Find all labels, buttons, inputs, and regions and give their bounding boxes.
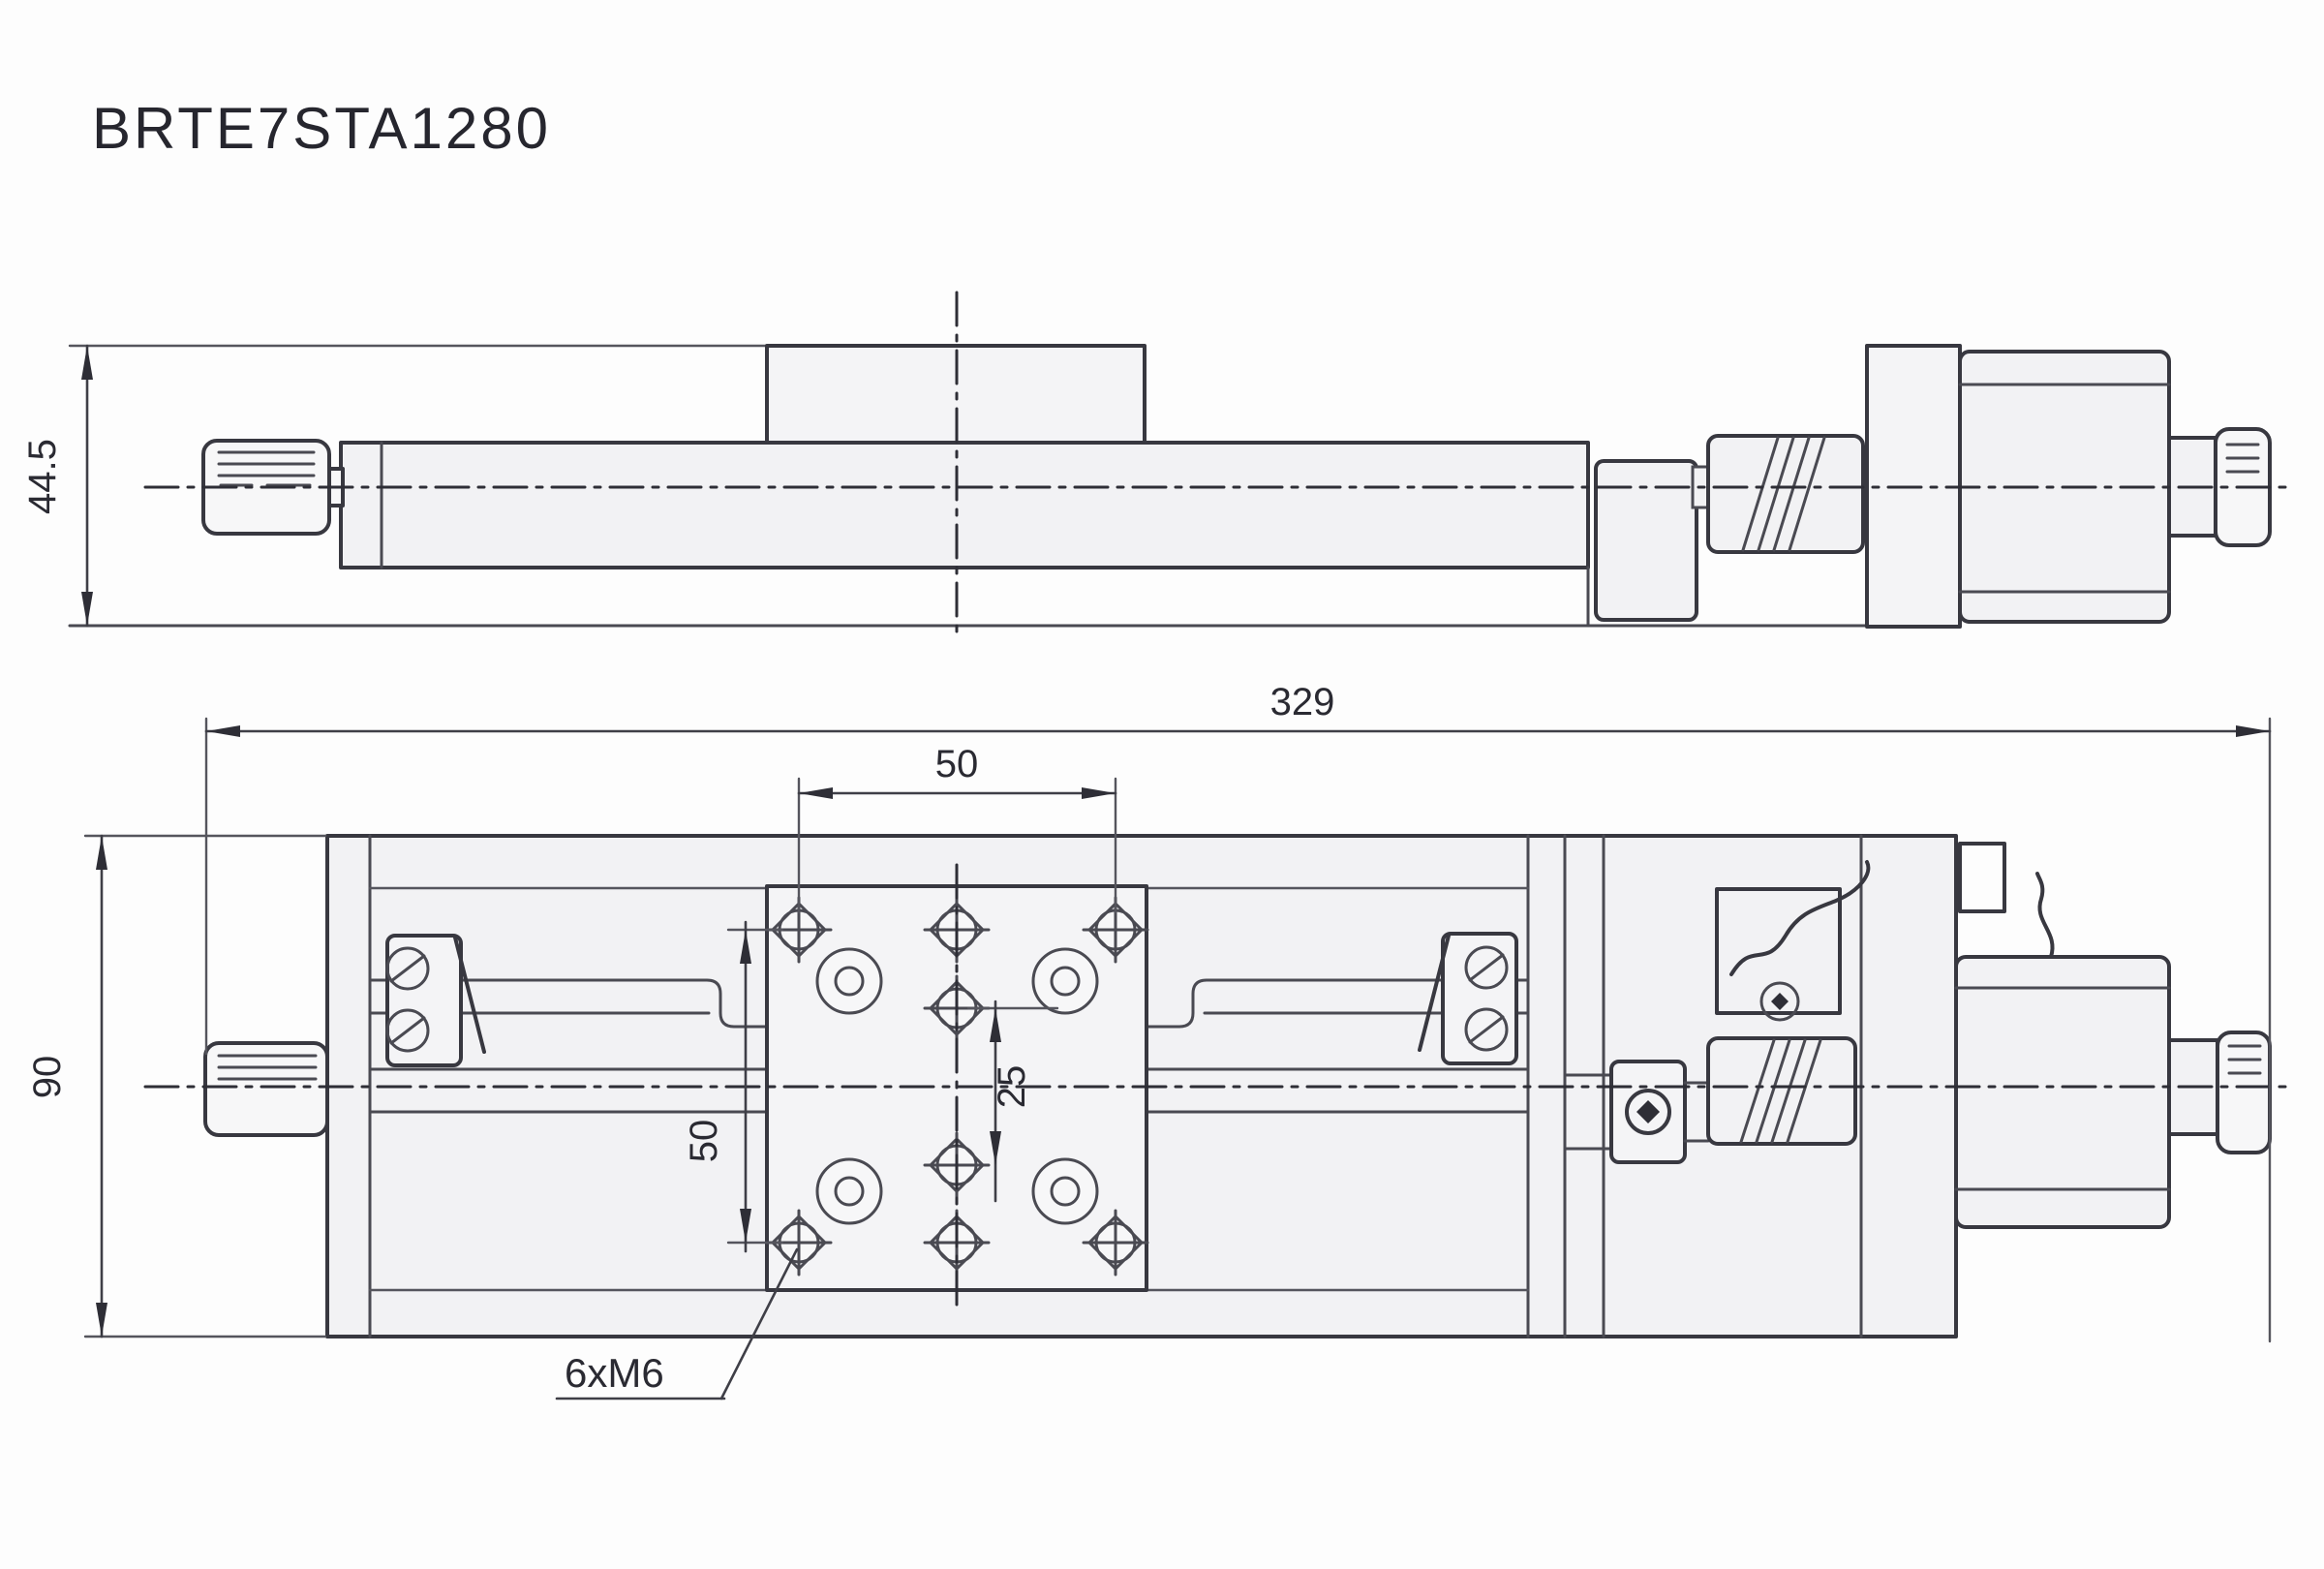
label-overall-height: 44.5 bbox=[21, 439, 64, 514]
dimension-hole-pitch-y: 50 bbox=[683, 920, 784, 1253]
motor-pigtail-cable bbox=[2035, 872, 2055, 959]
callout-mount-holes: 6xM6 bbox=[555, 1247, 799, 1400]
label-hole-pitch-y: 50 bbox=[683, 1120, 725, 1163]
side-coupling bbox=[1706, 434, 1865, 554]
label-hole-pitch-center: 25 bbox=[991, 1065, 1033, 1109]
label-stage-width: 90 bbox=[26, 1056, 69, 1099]
plan-guide-rail bbox=[368, 978, 1530, 1029]
right-switch-lever bbox=[1418, 934, 1451, 1052]
side-base-body bbox=[339, 441, 1590, 569]
left-switch-lever bbox=[453, 936, 486, 1054]
dimension-hole-pitch-x: 50 bbox=[797, 743, 1117, 914]
counterbore-holes bbox=[815, 947, 1099, 1225]
connector-cable bbox=[1729, 860, 1871, 976]
plan-motor bbox=[1954, 955, 2171, 1229]
side-rear-knob-knurl bbox=[2225, 443, 2260, 474]
label-mount-holes: 6xM6 bbox=[565, 1350, 664, 1396]
plan-coupling bbox=[1706, 1036, 1857, 1146]
plan-left-switch-block bbox=[385, 934, 486, 1067]
label-overall-length: 329 bbox=[1270, 681, 1335, 723]
dimension-stage-width: 90 bbox=[26, 834, 327, 1338]
plan-right-switch-block bbox=[1418, 932, 1518, 1065]
motor-terminal bbox=[1958, 842, 2006, 913]
side-knob-knurl bbox=[217, 450, 316, 487]
side-bearing-bracket bbox=[1594, 459, 1698, 622]
label-hole-pitch-x: 50 bbox=[935, 743, 979, 785]
plan-knob-knurl bbox=[217, 1054, 318, 1081]
plan-rear-knob bbox=[2216, 1031, 2272, 1154]
plan-connector-box bbox=[1715, 860, 1871, 1022]
dimension-overall-length: 329 bbox=[204, 681, 2272, 1343]
plan-lead-screw bbox=[368, 1067, 1530, 1114]
side-coupling-hatch bbox=[1741, 436, 1826, 552]
plan-view bbox=[143, 834, 2295, 1338]
dimension-hole-pitch-center: 25 bbox=[966, 1000, 1059, 1203]
plan-rear-knob-knurl bbox=[2227, 1044, 2262, 1075]
drawing-title: BRTE7STA1280 bbox=[92, 96, 552, 161]
side-view bbox=[68, 291, 2295, 639]
dimension-overall-height: 44.5 bbox=[21, 344, 93, 628]
